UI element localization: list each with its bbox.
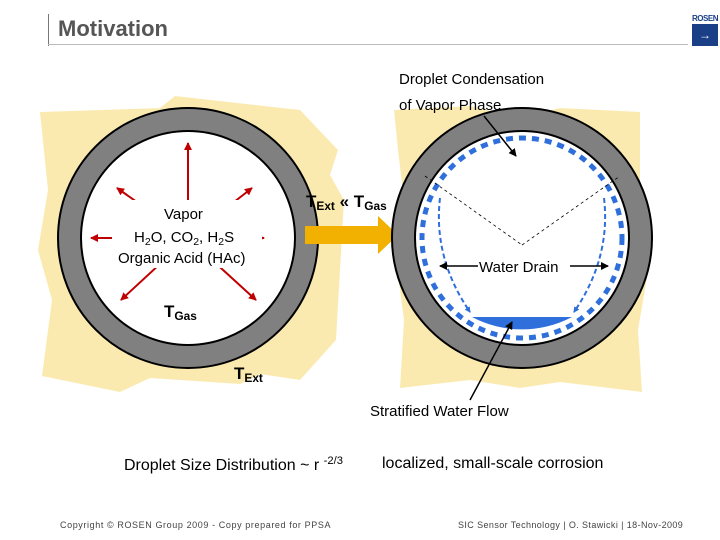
t-ext-label: TExt xyxy=(234,364,263,385)
rosen-logo: ROSEN → xyxy=(690,14,720,48)
vapor-label-backdrop xyxy=(112,200,262,268)
t-gas-label: TGas xyxy=(164,302,197,323)
vapor-composition-label: H2O, CO2, H2S xyxy=(134,229,235,248)
drain-arrow-right xyxy=(573,197,607,313)
transition-arrow xyxy=(305,216,398,254)
footer-credit: SIC Sensor Technology | O. Stawicki | 18… xyxy=(458,520,684,530)
corrosion-label: localized, small-scale corrosion xyxy=(382,455,604,472)
stratified-water xyxy=(472,317,572,330)
stratified-water-flow-label: Stratified Water Flow xyxy=(370,403,509,420)
droplet-exponent: -2/3 xyxy=(323,455,343,467)
condensation-callout-line xyxy=(483,115,517,157)
droplet-ring xyxy=(419,135,625,341)
guide-line-left xyxy=(424,175,523,246)
arrow-right-icon: → xyxy=(692,24,718,46)
organic-acid-label: Organic Acid (HAc) xyxy=(118,250,246,267)
droplet-size-label: Droplet Size Distribution ~ r -2/3 xyxy=(124,455,343,474)
stratified-callout-line xyxy=(469,321,513,401)
droplet-condensation-label: Droplet Condensation xyxy=(399,71,545,88)
temperature-relation-label: TExt « TGas xyxy=(306,192,387,213)
logo-text: ROSEN xyxy=(692,14,718,23)
right-pipe-bore xyxy=(414,130,630,346)
guide-line-right xyxy=(521,175,621,246)
footer-copyright: Copyright © ROSEN Group 2009 - Copy prep… xyxy=(60,520,332,530)
water-drain-label: Water Drain xyxy=(478,259,560,276)
vapor-label: Vapor xyxy=(164,206,203,223)
drain-arrow-left xyxy=(437,197,471,313)
page-title: Motivation xyxy=(58,16,168,41)
vapor-phase-label: of Vapor Phase xyxy=(399,97,502,114)
title-divider xyxy=(48,14,49,46)
title-rule xyxy=(48,44,688,45)
